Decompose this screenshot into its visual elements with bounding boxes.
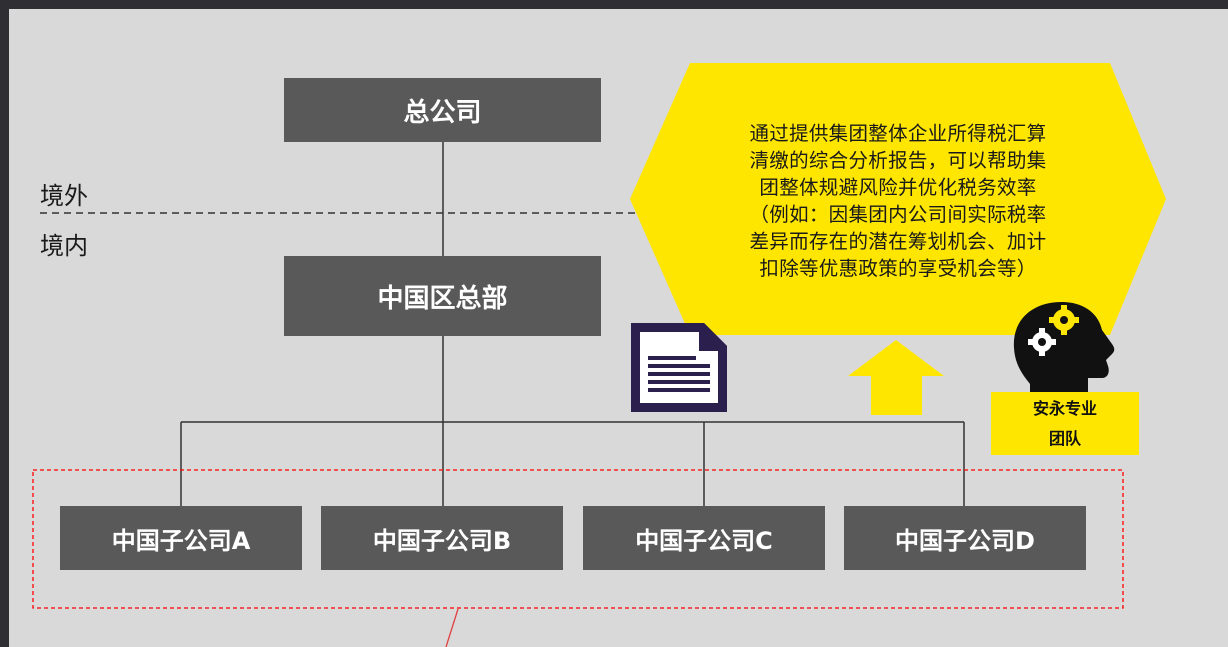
- team-label-line: 团队: [1048, 428, 1081, 448]
- sub-d-node: 中国子公司D: [844, 506, 1086, 570]
- document-icon: [631, 323, 727, 412]
- sub-a-label: 中国子公司A: [111, 526, 251, 555]
- china-hq-label: 中国区总部: [377, 283, 508, 314]
- callout-line: 差异而存在的潜在筹划机会、加计: [749, 230, 1047, 253]
- team-box: 安永专业 团队: [991, 392, 1139, 455]
- sub-b-node: 中国子公司B: [321, 506, 563, 570]
- callout-hexagon: [630, 63, 1166, 335]
- china-subsidiaries-group: [32, 469, 1124, 609]
- sub-a-node: 中国子公司A: [60, 506, 302, 570]
- offshore-label: 境外: [40, 182, 88, 210]
- sub-c-node: 中国子公司C: [583, 506, 825, 570]
- callout-text: 通过提供集团整体企业所得税汇算 清缴的综合分析报告，可以帮助集 团整体规避风险并…: [680, 120, 1116, 282]
- up-arrow-icon: [848, 340, 944, 415]
- hq-node: 总公司: [284, 78, 601, 142]
- head-gears-icon: [1013, 302, 1115, 392]
- sub-d-label: 中国子公司D: [895, 526, 1035, 555]
- hq-label: 总公司: [403, 97, 482, 128]
- china-hq-node: 中国区总部: [284, 256, 601, 336]
- callout-line: 清缴的综合分析报告，可以帮助集: [749, 149, 1047, 172]
- callout-line: 扣除等优惠政策的享受机会等）: [759, 257, 1037, 280]
- callout-line: 通过提供集团整体企业所得税汇算: [749, 122, 1047, 145]
- sub-c-label: 中国子公司C: [635, 526, 773, 555]
- callout-line: （例如：因集团内公司间实际税率: [749, 203, 1047, 226]
- team-label-line: 安永专业: [1032, 398, 1097, 418]
- sub-b-label: 中国子公司B: [372, 526, 512, 555]
- onshore-label: 境内: [40, 232, 88, 260]
- group-pointer-line: [445, 608, 459, 647]
- callout-line: 团整体规避风险并优化税务效率: [759, 176, 1037, 199]
